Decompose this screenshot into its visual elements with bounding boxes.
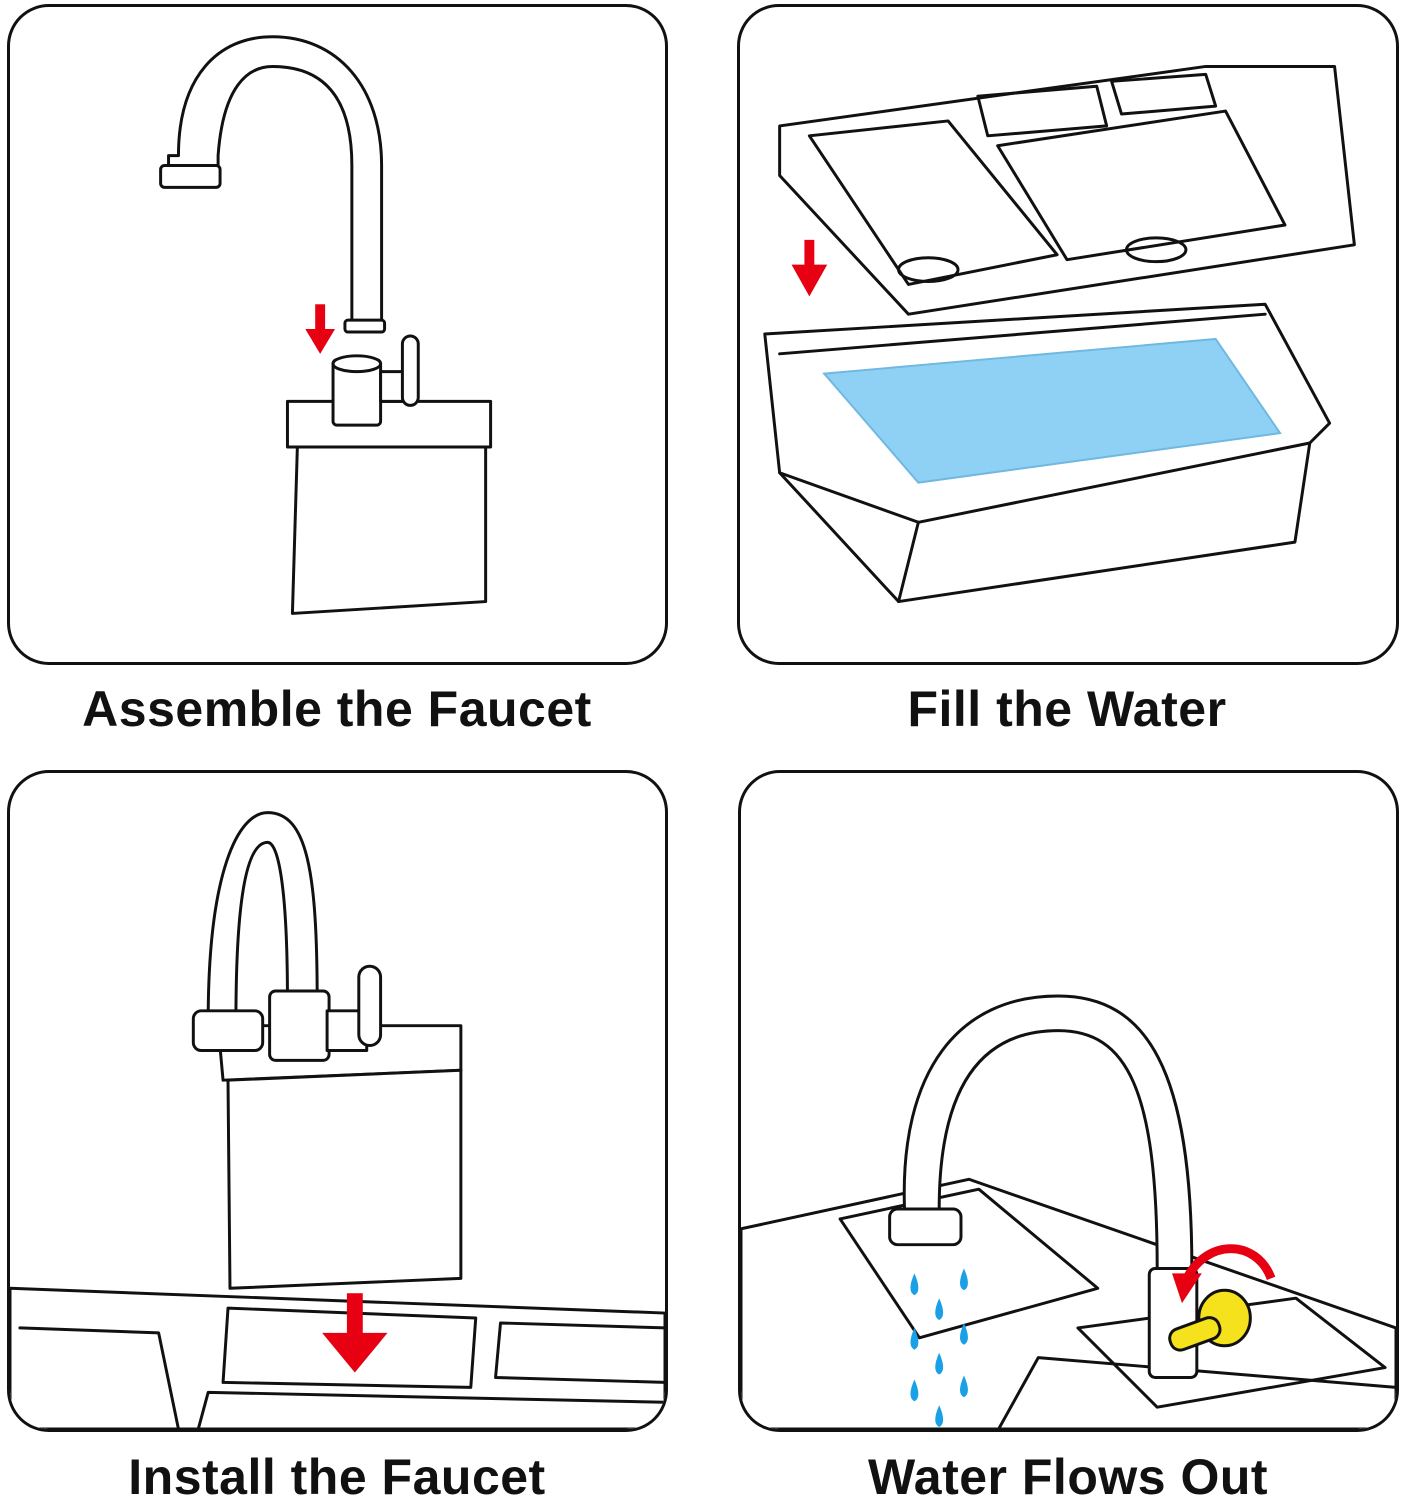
rotate-arrow-icon xyxy=(1172,1244,1276,1304)
step-panel-water-flows xyxy=(738,770,1399,1432)
caption-step-2: Fill the Water xyxy=(907,681,1227,737)
down-arrow-icon xyxy=(791,239,828,297)
step-panel-install-faucet xyxy=(7,770,668,1432)
faucet-assembly-illustration xyxy=(159,35,493,615)
water-drops-icon xyxy=(910,1268,968,1428)
step-panel-fill-water xyxy=(737,4,1399,665)
caption-step-3: Install the Faucet xyxy=(128,1449,546,1505)
step-panel-assemble-faucet xyxy=(7,4,668,665)
sink-tank-illustration xyxy=(763,64,1356,604)
yellow-handle-icon[interactable] xyxy=(1167,1288,1252,1353)
caption-step-1: Assemble the Faucet xyxy=(82,681,592,737)
faucet-install-illustration xyxy=(10,811,665,1429)
water-flowing-illustration xyxy=(741,994,1396,1429)
down-arrow-icon xyxy=(322,1293,388,1373)
down-arrow-icon xyxy=(305,304,336,354)
caption-step-4: Water Flows Out xyxy=(867,1449,1269,1505)
